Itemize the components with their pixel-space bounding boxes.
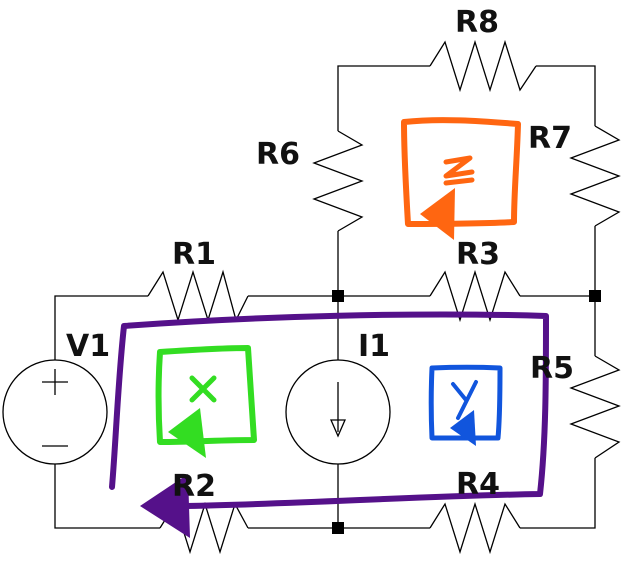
mesh-loop-z-annotation — [401, 117, 521, 240]
supermesh-arrow-icon — [140, 474, 190, 538]
resistor-r7 — [569, 125, 621, 227]
loop-z-arrow-icon — [420, 188, 455, 240]
label-r7: R7 — [528, 121, 572, 156]
component-labels: R8 R6 R7 R1 R3 V1 I1 R5 R2 R4 — [66, 5, 574, 504]
wire-v1-r1 — [54, 295, 148, 360]
supermesh-loop-annotation — [109, 311, 549, 538]
wire-v1-r2 — [54, 464, 160, 529]
wire-r5-bottom — [520, 458, 596, 529]
resistor-r4 — [429, 501, 521, 555]
loop-x-arrow-icon — [168, 408, 206, 458]
label-r4: R4 — [456, 467, 500, 502]
label-r5: R5 — [530, 351, 574, 386]
label-i1: I1 — [358, 329, 390, 364]
mesh-loop-x-annotation — [155, 345, 257, 458]
junction-nodes — [332, 290, 601, 534]
resistor-r5 — [569, 355, 621, 459]
resistor-r3 — [429, 269, 521, 323]
label-v1: V1 — [66, 329, 110, 364]
node-dot — [589, 290, 601, 302]
resistor-r1 — [147, 269, 249, 323]
resistor-r6 — [312, 130, 364, 232]
mesh-loop-y-annotation — [428, 364, 503, 446]
current-source-i1 — [285, 359, 391, 465]
label-r8: R8 — [455, 5, 499, 40]
resistor-r8 — [429, 39, 537, 93]
resistors — [147, 39, 621, 555]
label-r1: R1 — [172, 237, 216, 272]
label-r6: R6 — [256, 137, 300, 172]
voltage-source-v1 — [2, 359, 108, 465]
wire-r8-right — [536, 65, 596, 126]
label-r3: R3 — [456, 237, 500, 272]
node-dot — [332, 290, 344, 302]
node-dot — [332, 522, 344, 534]
label-r2: R2 — [172, 469, 216, 504]
loop-y-arrow-icon — [450, 410, 476, 446]
wire-r6-top — [337, 65, 430, 131]
